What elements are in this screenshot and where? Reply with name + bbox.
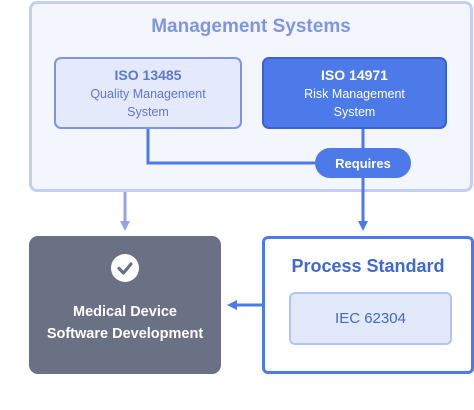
process-standard-title: Process Standard bbox=[291, 256, 445, 276]
iso-13485-desc-line2: System bbox=[127, 104, 169, 119]
medical-device-software-label: Medical Device Software Development bbox=[29, 301, 221, 345]
iso-14971-desc-line2: System bbox=[333, 104, 376, 119]
development-line2: Software Development bbox=[46, 326, 204, 342]
iso-13485-to-requires-line bbox=[146, 129, 318, 165]
iso-14971-code: ISO 14971 bbox=[321, 66, 388, 83]
iso-13485-desc-line1: Quality Management bbox=[90, 86, 206, 101]
check-circle-icon bbox=[111, 254, 139, 282]
management-systems-title: Management Systems bbox=[151, 16, 351, 37]
iec-62304-box: IEC 62304 bbox=[289, 292, 452, 345]
requires-label: Requires bbox=[315, 148, 411, 178]
iso-13485-box: ISO 13485 Quality Management System bbox=[54, 57, 242, 129]
development-line1: Medical Device bbox=[73, 304, 177, 320]
iso-14971-desc-line1: Risk Management bbox=[304, 86, 405, 101]
iso-14971-box: ISO 14971 Risk Management System bbox=[262, 57, 447, 129]
iso-13485-code: ISO 13485 bbox=[114, 66, 182, 83]
